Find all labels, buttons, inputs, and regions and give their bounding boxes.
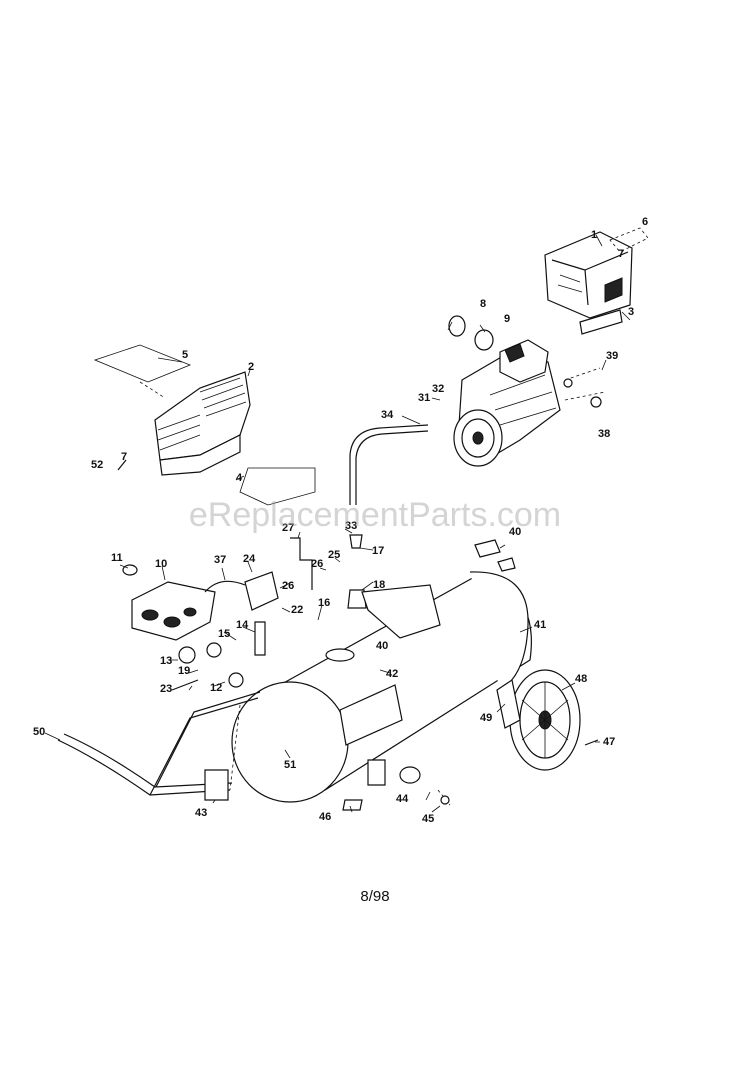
callout-label: 47 [603, 736, 616, 748]
callout-label: 15 [218, 628, 231, 640]
watermark: eReplacementParts.com [188, 496, 562, 534]
shroud-cover [544, 231, 633, 335]
callout-label: 27 [282, 522, 295, 534]
callout-label: 41 [534, 619, 547, 631]
callout-label: 8 [480, 298, 487, 310]
callout-label: 32 [432, 383, 445, 395]
callout-label: 19 [178, 665, 191, 677]
callout-label: 31 [418, 392, 431, 404]
callout-label: 51 [284, 759, 297, 771]
console-panel [131, 581, 216, 641]
callout-label: 11 [111, 552, 123, 564]
callout-label: 40 [376, 640, 389, 652]
wheel [509, 669, 581, 771]
callout-label: 26 [282, 580, 295, 592]
callout-label: 7 [121, 451, 128, 463]
callout-label: 10 [155, 558, 168, 570]
footer-date: 8/98 [360, 888, 390, 905]
filter-8 [448, 315, 466, 337]
callout-label: 24 [243, 553, 256, 565]
callout-label: 48 [575, 673, 588, 685]
callout-label: 46 [319, 811, 332, 823]
callout-label: 17 [372, 545, 385, 557]
filter-9 [474, 329, 494, 351]
motor-pump-assembly [453, 339, 561, 467]
callout-label: 3 [628, 306, 635, 318]
callout-label: 42 [386, 668, 399, 680]
callout-label: 26 [311, 558, 324, 570]
callout-label: 6 [642, 216, 649, 228]
air-tank [229, 571, 532, 803]
callout-label: 18 [373, 579, 386, 591]
callout-label: 22 [291, 604, 304, 616]
callout-label: 2 [248, 361, 255, 373]
bracket-40 [361, 584, 441, 639]
callout-label: 13 [160, 655, 173, 667]
callout-label: 52 [91, 459, 104, 471]
decal-42 [339, 684, 403, 746]
callout-label: 25 [328, 549, 341, 561]
callout-label: 49 [480, 712, 493, 724]
callout-label: 50 [33, 726, 46, 738]
callout-label: 37 [214, 554, 227, 566]
callout-label: 45 [422, 813, 435, 825]
callout-label: 7 [618, 248, 625, 260]
callout-label: 5 [182, 349, 189, 361]
side-shroud [154, 371, 251, 476]
callout-label: 40 [509, 526, 522, 538]
callout-label: 44 [396, 793, 409, 805]
callout-label: 34 [381, 409, 394, 421]
callout-label: 43 [195, 807, 208, 819]
callout-label: 1 [591, 229, 598, 241]
callout-label: 14 [236, 619, 249, 631]
callout-label: 16 [318, 597, 331, 609]
callout-label: 33 [345, 520, 358, 532]
callout-label: 4 [236, 472, 243, 484]
callout-label: 9 [504, 313, 511, 325]
callout-label: 12 [210, 682, 223, 694]
callout-label: 23 [160, 683, 173, 695]
callout-label: 39 [606, 350, 619, 362]
callout-label: 38 [598, 428, 611, 440]
